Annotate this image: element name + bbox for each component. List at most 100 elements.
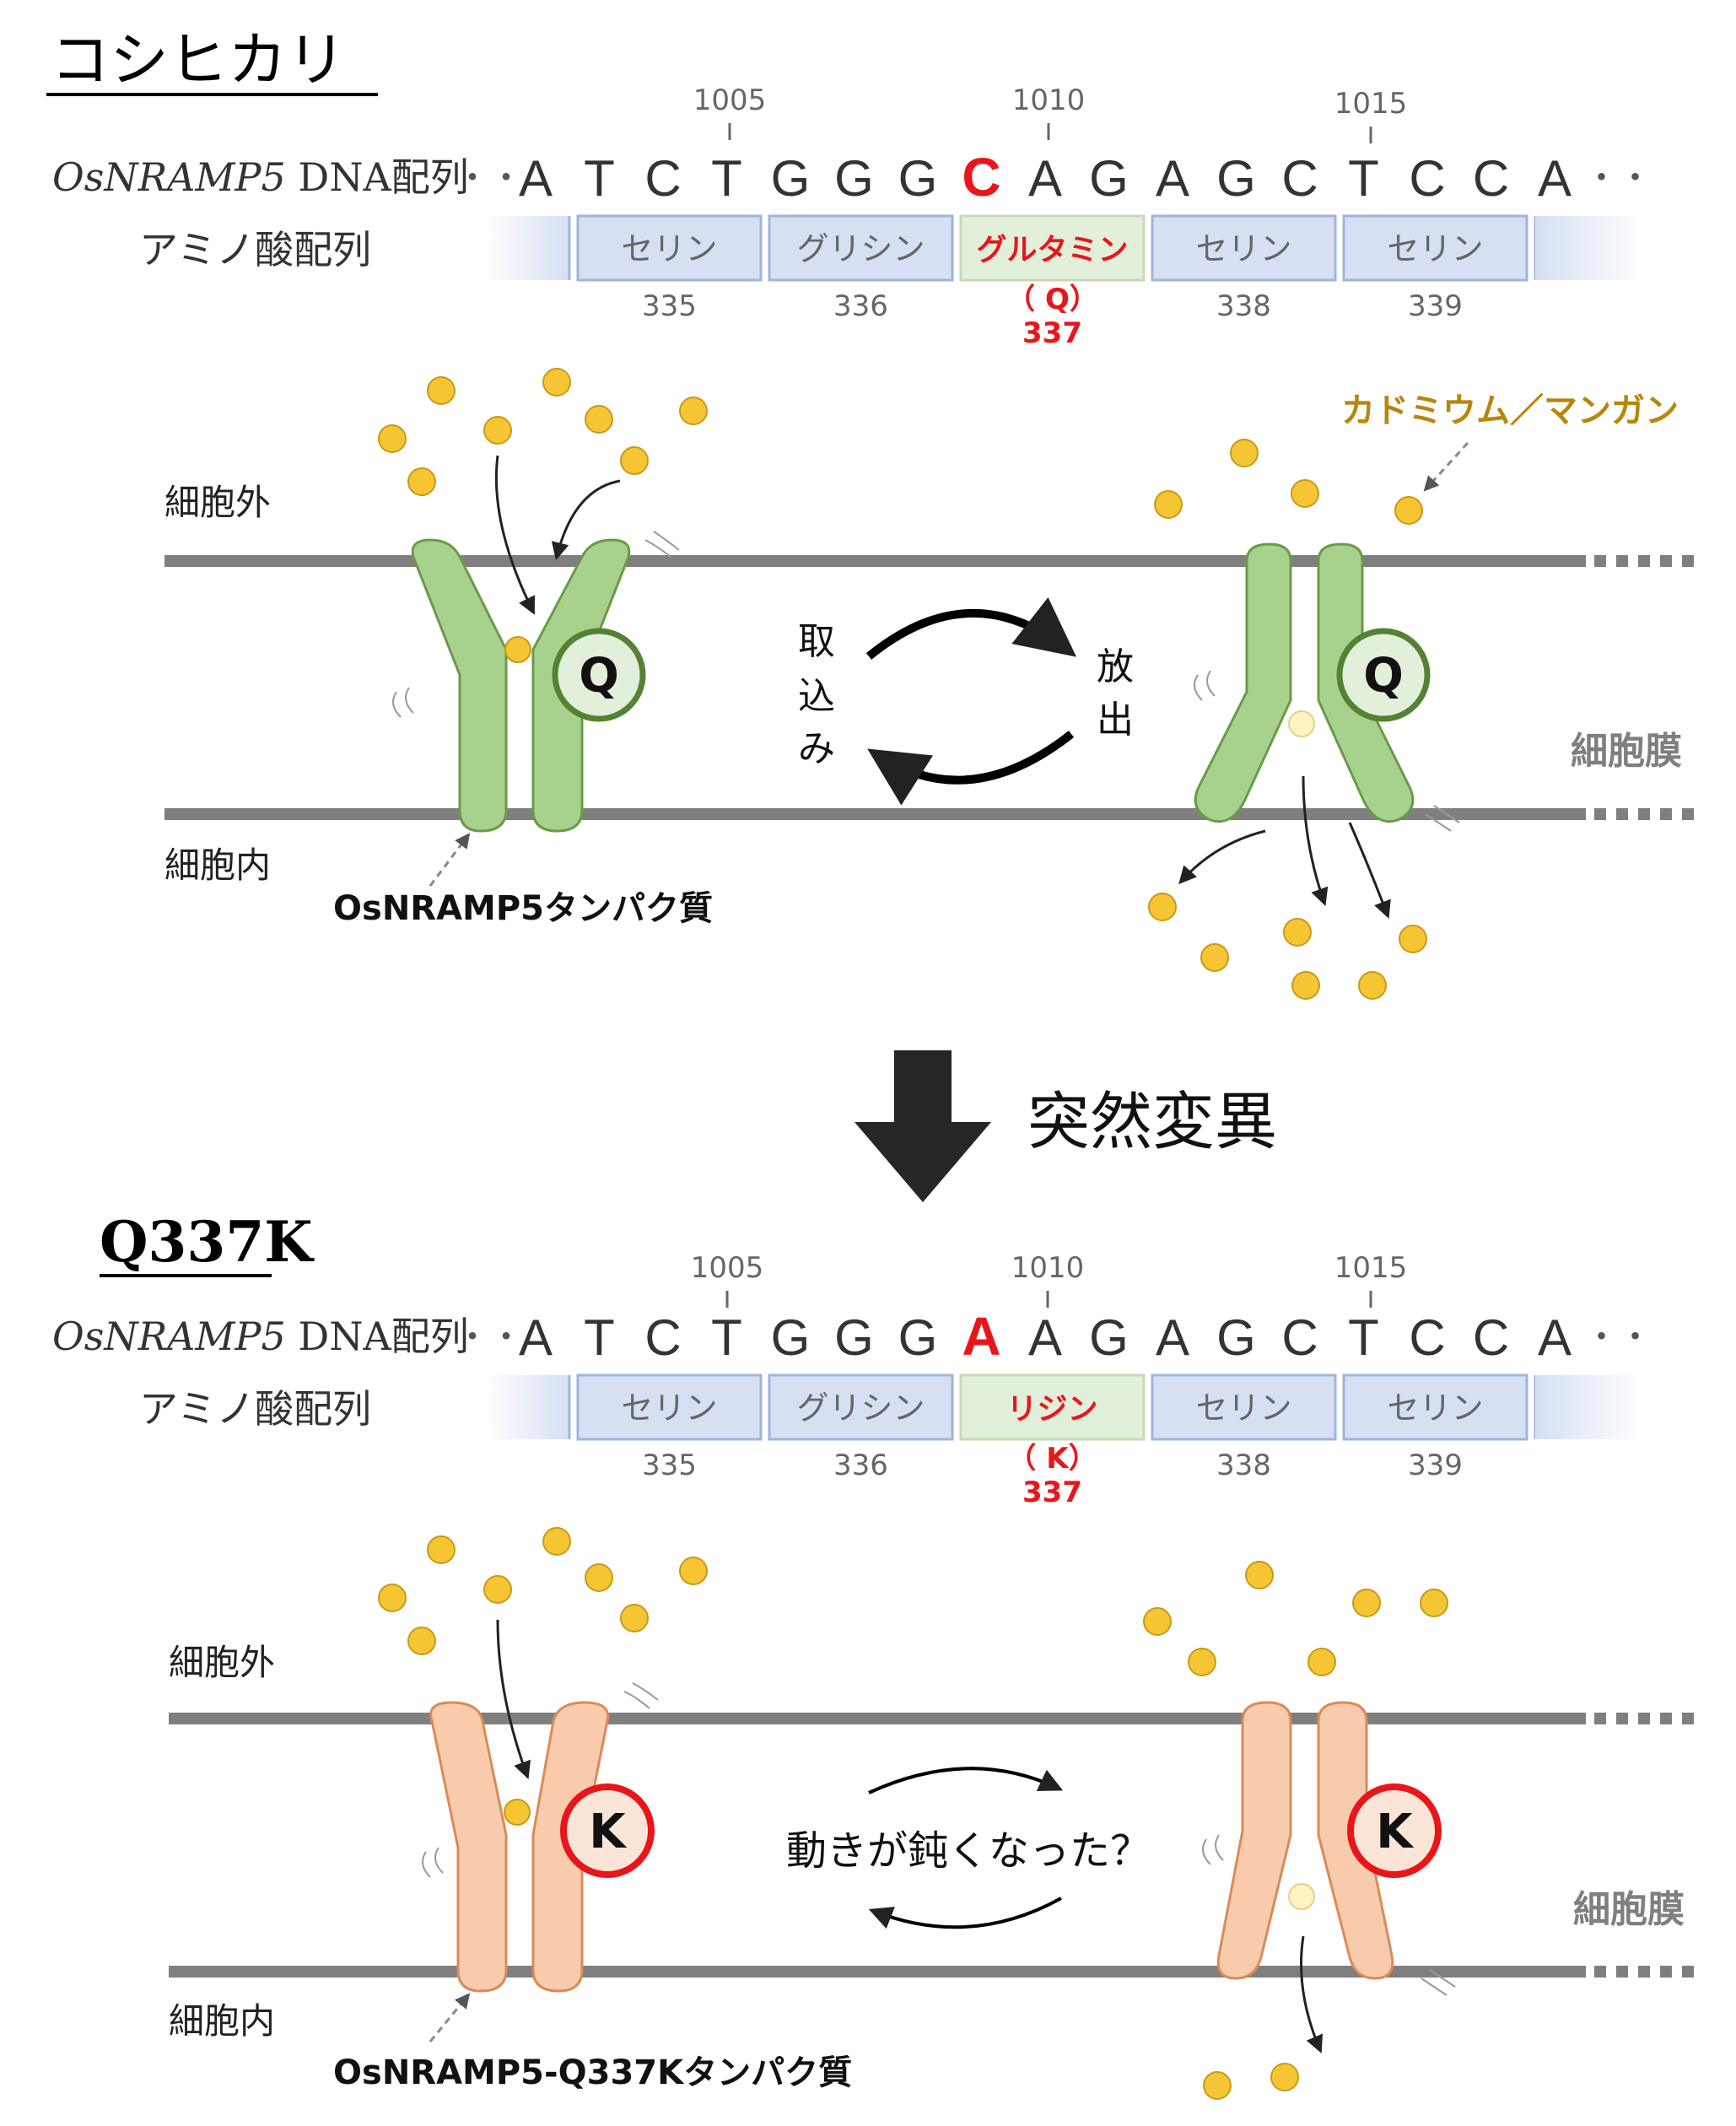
ion	[1399, 925, 1427, 953]
dna-base: C	[1409, 150, 1445, 207]
slowed-label: 動きが鈍くなった？	[786, 1827, 1151, 1875]
bottom-transport-cycle: 動きが鈍くなった？	[786, 1767, 1151, 1929]
residue-q-marker-left	[552, 628, 646, 722]
ion	[679, 397, 708, 425]
ion	[620, 1604, 649, 1632]
dna-base: A	[519, 150, 553, 207]
dna-base: A	[1156, 1309, 1189, 1366]
ion	[585, 405, 613, 434]
aa-box-fade-left	[485, 1375, 569, 1439]
aa-box-fade-left	[485, 216, 569, 280]
amino-acid-number: 335	[642, 1449, 697, 1482]
ion	[1420, 1589, 1448, 1617]
dna-base: G	[898, 150, 938, 207]
amino-acid-name: セリン	[1387, 230, 1483, 267]
uptake-char-1: 取	[798, 620, 835, 663]
ion	[1200, 943, 1229, 972]
top-title: コシヒカリ	[51, 25, 346, 94]
ion	[679, 1557, 708, 1585]
amino-acid-name: グルタミン	[976, 233, 1128, 267]
residue-k-marker-left	[560, 1783, 655, 1878]
ion	[1352, 1589, 1381, 1617]
residue-q-marker-right	[1336, 628, 1431, 722]
dna-base: T	[584, 150, 615, 207]
amino-acid-name: セリン	[621, 1389, 717, 1427]
ion	[1307, 1648, 1336, 1676]
bottom-title: Q337K	[100, 1209, 315, 1275]
dna-base: T	[584, 1309, 615, 1366]
dna-base: A	[519, 1309, 553, 1366]
cycle-arrow-upper	[865, 596, 1077, 660]
ion	[1230, 439, 1259, 467]
ion	[483, 1575, 512, 1604]
amino-acid-box	[1342, 214, 1528, 282]
ion	[407, 467, 436, 496]
amino-acid-box	[768, 1373, 954, 1441]
dna-base: G	[771, 150, 811, 207]
amino-acid-name: セリン	[1195, 1389, 1291, 1427]
bottom-inside-label: 細胞内	[169, 2000, 275, 2042]
ion-label-pointer	[1423, 441, 1469, 492]
amino-acid-number: 335	[642, 289, 697, 323]
dna-base: A	[1538, 150, 1572, 207]
dna-base: G	[1089, 1309, 1129, 1366]
bottom-right-transporter: K	[1202, 1701, 1456, 1996]
dna-base: T	[1348, 150, 1379, 207]
top-ions	[378, 368, 1427, 1000]
ion	[1245, 1561, 1274, 1589]
dna-base: C	[1473, 150, 1509, 207]
top-dna-label: OsNRAMP5 DNA配列	[52, 154, 469, 200]
ion	[1291, 971, 1320, 1000]
amino-acid-name: セリン	[621, 230, 717, 267]
ion	[1148, 893, 1177, 921]
ion	[585, 1563, 613, 1592]
dna-base: T	[711, 1309, 742, 1366]
amino-acid-box	[576, 214, 763, 282]
ion	[483, 416, 512, 445]
cycle-arrow-lower	[867, 731, 1075, 806]
sequence-start-dots: ・・	[456, 159, 523, 197]
dna-base: C	[644, 150, 681, 207]
bottom-membrane-label: 細胞膜	[1573, 1888, 1685, 1931]
residue-k-marker-right	[1347, 1783, 1442, 1878]
dna-base: T	[1348, 1309, 1379, 1366]
top-aa-label: アミノ酸配列	[139, 227, 371, 272]
dna-base: C	[1409, 1309, 1445, 1366]
amino-acid-box	[768, 214, 954, 282]
mut-protein-left-helix-right	[1216, 1701, 1292, 1980]
cycle-arrow-lower	[868, 1897, 1062, 1929]
bottom-aa-label: アミノ酸配列	[139, 1386, 371, 1432]
ion	[378, 424, 407, 453]
top-panel: コシヒカリ 1005 1010 1015 OsNRAMP5 DNA配列 アミノ酸…	[46, 25, 1704, 1000]
dna-base: C	[1281, 150, 1318, 207]
ion	[1394, 496, 1423, 525]
ion-label: カドミウム／マンガン	[1341, 391, 1679, 430]
ion	[378, 1584, 407, 1612]
sequence-start-dots: ・・	[456, 1319, 523, 1356]
amino-acid-number: 339	[1408, 289, 1463, 323]
dna-base: G	[771, 1309, 811, 1366]
sequence-end-dots: ・・	[1585, 1319, 1652, 1356]
bottom-panel: Q337K 1005 1010 1015 OsNRAMP5 DNA配列 アミノ酸…	[52, 1209, 1704, 2100]
position-1015: 1015	[1334, 87, 1408, 121]
amino-acid-name: グリシン	[796, 230, 925, 267]
aa-box-fade-right	[1535, 1375, 1645, 1439]
amino-acid-number: 338	[1216, 1449, 1271, 1482]
ion	[542, 1527, 571, 1556]
amino-acid-number: 339	[1408, 1449, 1463, 1482]
mut-protein-left-helix	[429, 1701, 508, 1993]
mutation-label: 突然変異	[1027, 1086, 1277, 1158]
bottom-dna-label: OsNRAMP5 DNA配列	[52, 1314, 469, 1359]
amino-acid-box-mutated	[959, 1373, 1146, 1441]
bottom-protein-label: OsNRAMP5-Q337Kタンパク質	[333, 2053, 852, 2092]
amino-acid-name: グリシン	[796, 1389, 925, 1427]
dna-base: A	[1028, 150, 1062, 207]
wt-protein-right-helix-right	[1317, 542, 1415, 823]
down-arrow	[855, 1050, 991, 1202]
dna-base: G	[834, 150, 874, 207]
dna-base: G	[1216, 150, 1256, 207]
ion	[542, 368, 571, 397]
amino-acid-code: （ Q）	[1006, 283, 1098, 316]
